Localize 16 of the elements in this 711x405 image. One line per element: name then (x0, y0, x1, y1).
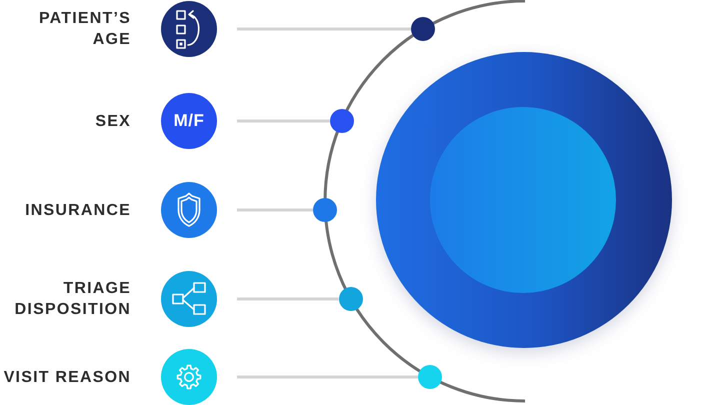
category-label: VISIT REASON (4, 368, 131, 388)
category-label: PATIENT’S AGE (38, 9, 131, 50)
connector-dot (330, 109, 354, 133)
connector-dot (338, 287, 363, 311)
connector-line (237, 298, 339, 300)
connector-dot (410, 17, 435, 41)
connector-line (237, 376, 418, 378)
category-label: INSURANCE (25, 200, 131, 220)
connector-line (237, 28, 411, 30)
connector-dot (418, 365, 442, 389)
gender-badge: M/F (161, 93, 217, 149)
connector-dot (313, 198, 338, 222)
connector-line (237, 208, 314, 212)
category-label: TRIAGE DISPOSITION (14, 279, 131, 320)
connector-line (237, 120, 330, 122)
category-label: SEX (95, 112, 131, 132)
